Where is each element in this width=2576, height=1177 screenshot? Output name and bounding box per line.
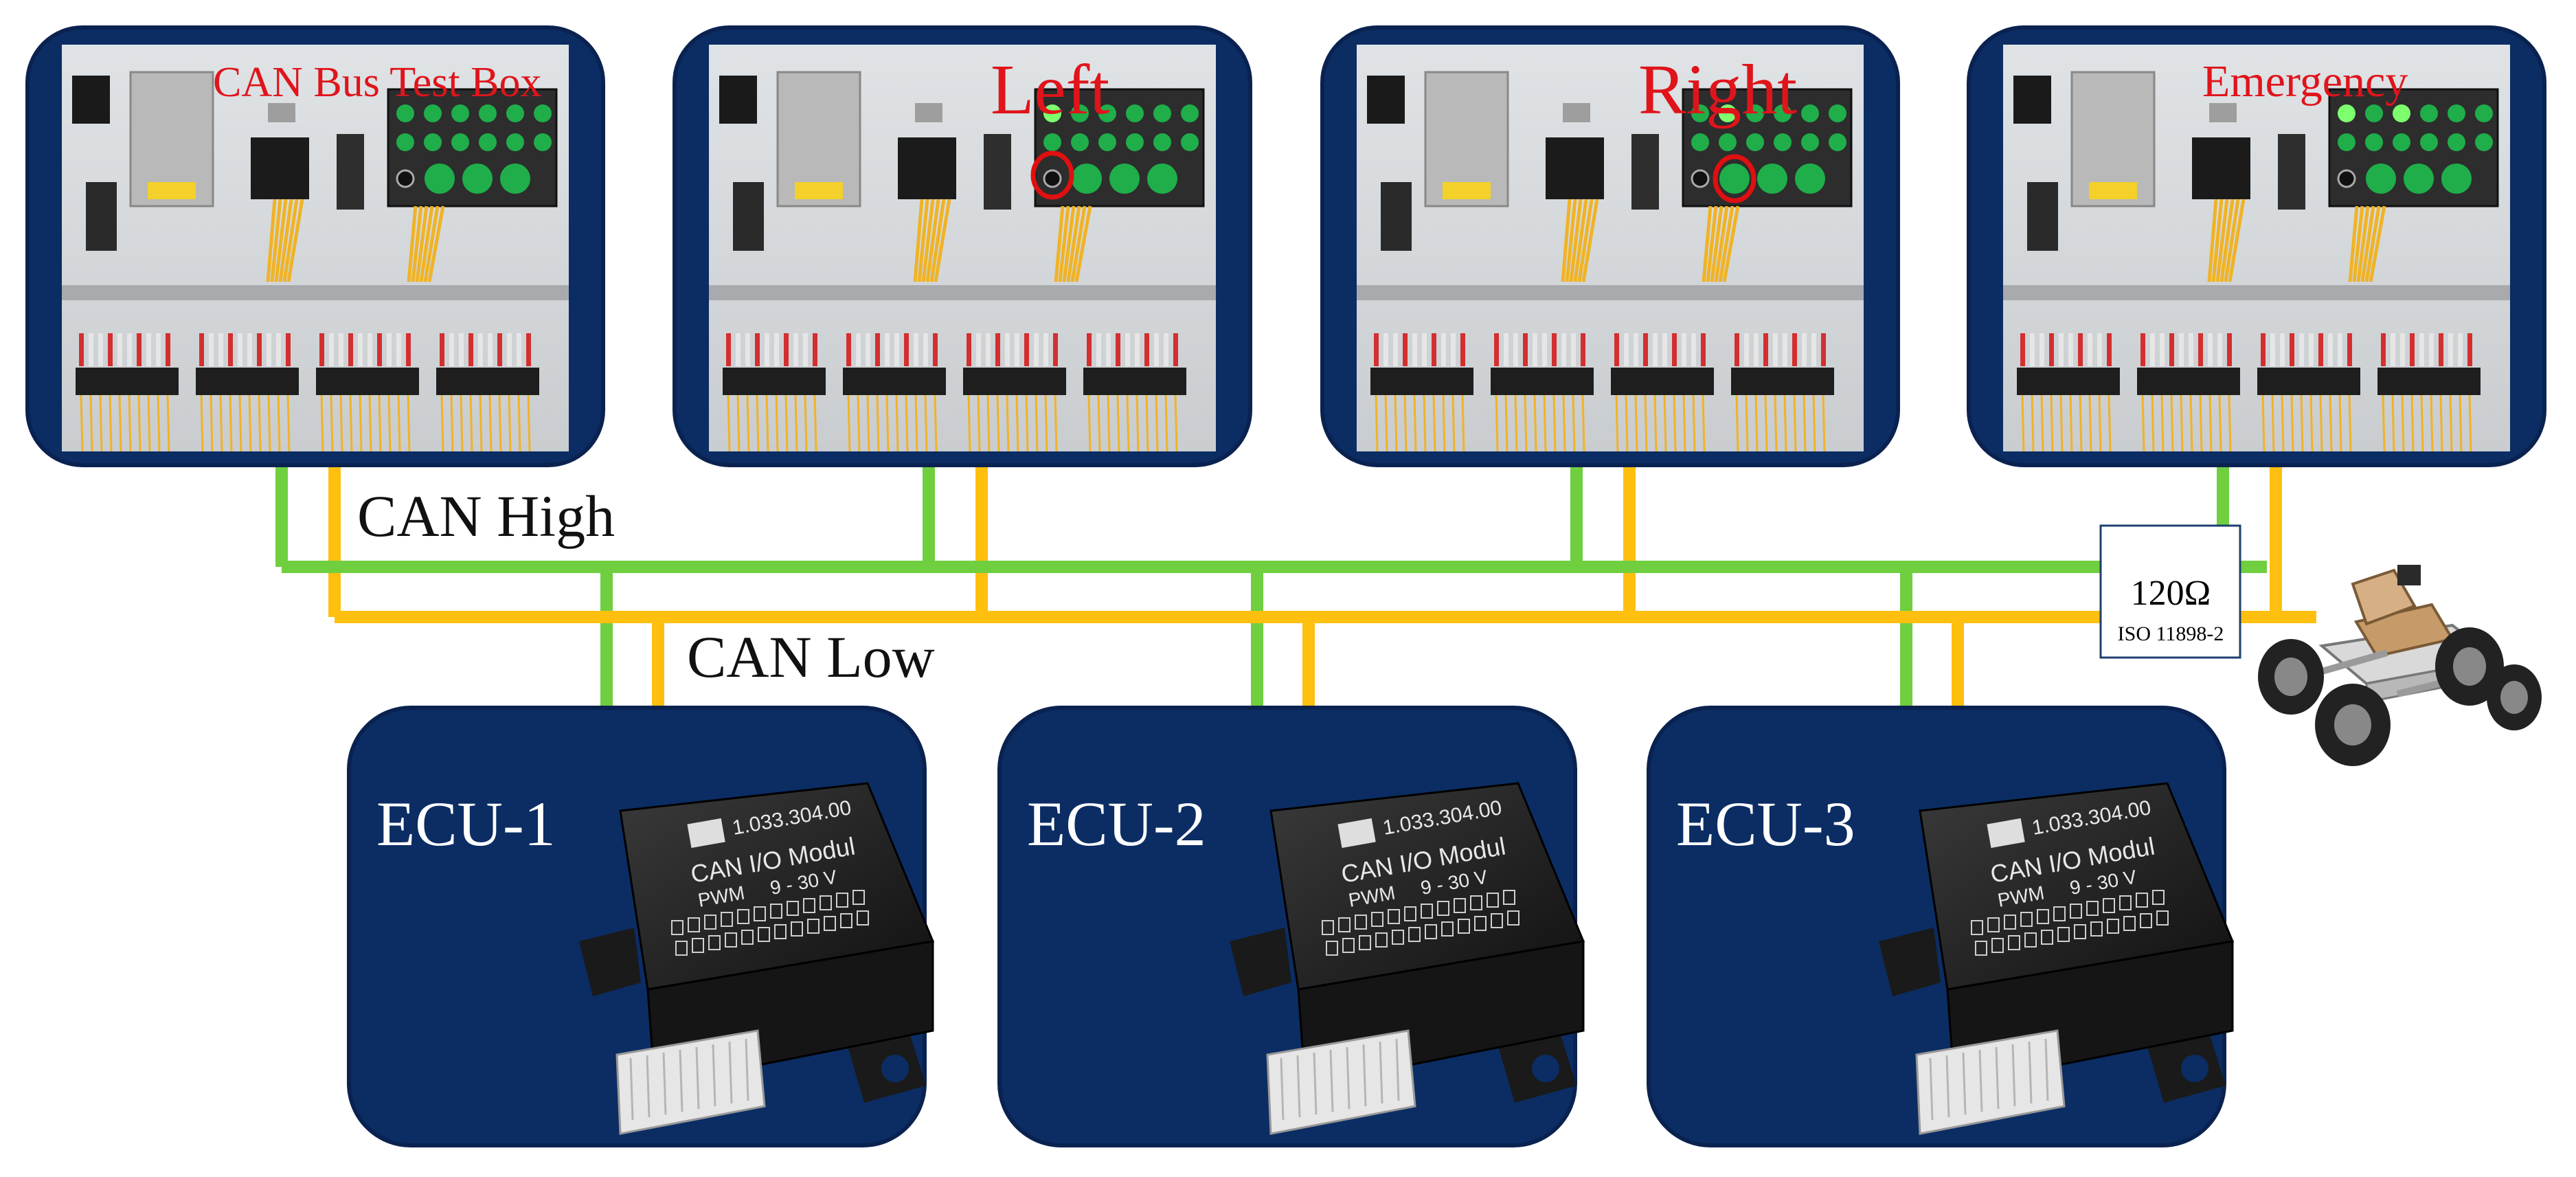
can-low-label: CAN Low	[687, 624, 935, 690]
test-box-panel: Left	[673, 25, 1252, 467]
switch-highlight-marker	[1030, 150, 1074, 200]
test-box-title: CAN Bus Test Box	[213, 59, 542, 106]
ecu-label: ECU-3	[1676, 789, 1855, 859]
can-high-label: CAN High	[357, 483, 615, 549]
ecu-label: ECU-2	[1027, 789, 1206, 859]
switch-highlight-marker	[1713, 154, 1756, 203]
terminator-standard: ISO 11898-2	[2118, 623, 2224, 645]
terminator-box	[2099, 524, 2241, 659]
test-box-photo	[2003, 45, 2510, 452]
test-box-row: CAN Bus Test Box Left Right Emergency	[25, 25, 2546, 467]
test-box-photo	[1357, 45, 1864, 452]
test-box-panel: Emergency	[1967, 25, 2546, 467]
test-box-photo	[62, 45, 569, 452]
test-box-panel: Right	[1320, 25, 1900, 467]
rover-vehicle-icon	[2258, 565, 2542, 766]
test-box-title: Left	[991, 50, 1109, 129]
test-box-title: Right	[1638, 50, 1797, 129]
terminator-value: 120Ω	[2131, 574, 2211, 613]
ecu-label: ECU-1	[376, 789, 556, 859]
test-box-photo	[709, 45, 1216, 452]
terminator-resistor: 120Ω ISO 11898-2	[2099, 524, 2241, 659]
test-box-panel: CAN Bus Test Box	[25, 25, 605, 467]
can-bus-wires	[275, 465, 2316, 708]
test-box-title: Emergency	[2202, 56, 2408, 107]
